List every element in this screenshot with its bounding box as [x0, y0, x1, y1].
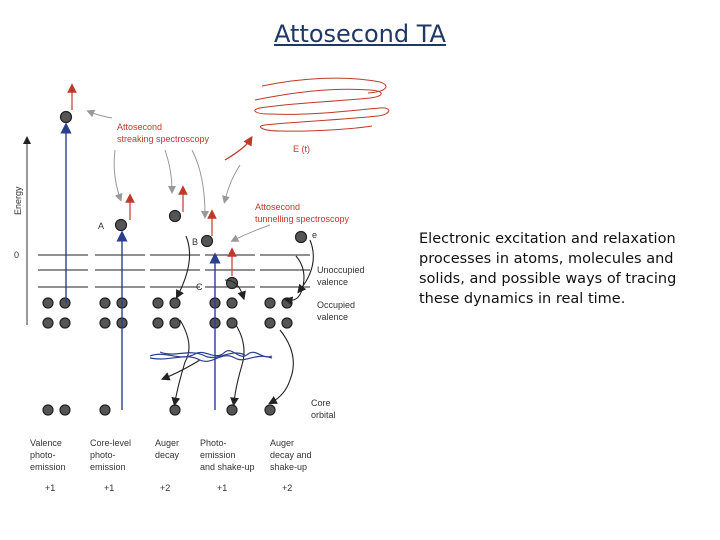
streaking-label-2: streaking spectroscopy — [117, 134, 210, 144]
col1-charge: +1 — [45, 483, 55, 493]
col2-line2: photo- — [90, 450, 116, 460]
col3-line1: Auger — [155, 438, 179, 448]
core-label-2: orbital — [311, 410, 336, 420]
field-label: E (t) — [293, 144, 310, 154]
unoccupied-label-2: valence — [317, 277, 348, 287]
electrons — [42, 297, 293, 416]
col4-line1: Photo- — [200, 438, 227, 448]
col2-charge: +1 — [104, 483, 114, 493]
col3-charge: +2 — [160, 483, 170, 493]
col2-line3: emission — [90, 462, 126, 472]
description-text: Electronic excitation and relaxation pro… — [419, 231, 677, 307]
col2-line1: Core-level — [90, 438, 131, 448]
col4-charge: +1 — [217, 483, 227, 493]
electric-field-wave — [254, 77, 390, 132]
excited-electrons — [59, 110, 308, 290]
col5-line1: Auger — [270, 438, 294, 448]
streaking-label-1: Attosecond — [117, 122, 162, 132]
col1-line2: photo- — [30, 450, 56, 460]
tunnelling-label-2: tunnelling spectroscopy — [255, 214, 350, 224]
page-title: Attosecond TA — [274, 20, 446, 48]
energy-levels — [38, 254, 310, 288]
attosecond-pulse — [149, 350, 273, 362]
col5-line2: decay and — [270, 450, 312, 460]
occupied-label-1: Occupied — [317, 300, 355, 310]
column-captions: Valence photo- emission +1 Core-level ph… — [30, 438, 312, 493]
col1-line3: emission — [30, 462, 66, 472]
zero-label: 0 — [14, 250, 19, 260]
occupied-label-2: valence — [317, 312, 348, 322]
tunnelling-label-1: Attosecond — [255, 202, 300, 212]
col5-line3: shake-up — [270, 462, 307, 472]
core-label-1: Core — [311, 398, 331, 408]
energy-axis-label: Energy — [13, 186, 23, 215]
label-b: B — [192, 237, 198, 247]
col3-line2: decay — [155, 450, 180, 460]
label-c: C — [196, 282, 203, 292]
unoccupied-label-1: Unoccupied — [317, 265, 365, 275]
excitation-arrows — [60, 122, 221, 410]
col5-charge: +2 — [282, 483, 292, 493]
relaxation-arrows — [160, 235, 314, 407]
col4-line3: and shake-up — [200, 462, 255, 472]
label-a: A — [98, 221, 104, 231]
red-arrows — [67, 83, 253, 276]
col4-line2: emission — [200, 450, 236, 460]
streaking-arrows — [86, 109, 271, 242]
electron-label: e — [312, 230, 317, 240]
col1-line1: Valence — [30, 438, 62, 448]
